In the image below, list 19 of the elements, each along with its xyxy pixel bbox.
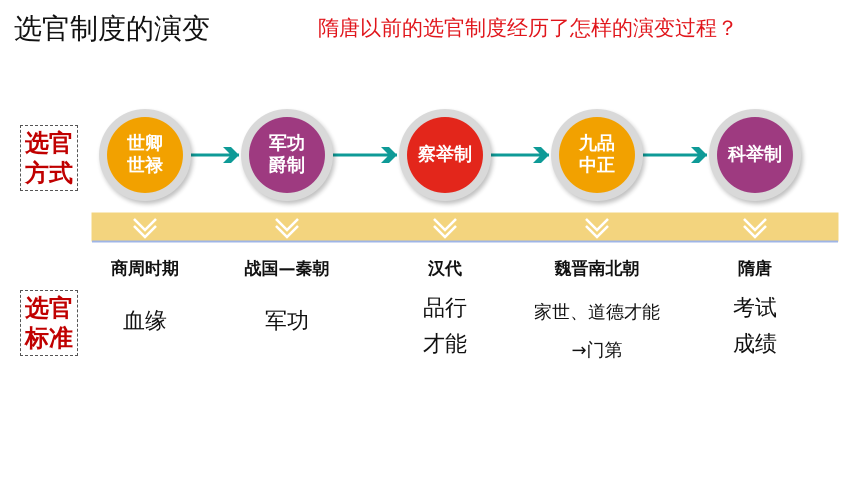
period-label: 战国—秦朝 (244, 258, 330, 280)
process-circle: 世卿世禄 (99, 109, 191, 201)
period-label: 隋唐 (737, 258, 773, 280)
period-label: 魏晋南北朝 (554, 258, 640, 280)
period-label: 商周时期 (110, 258, 180, 280)
dashed-label-box: 选官标准 (20, 290, 78, 356)
process-circle: 察举制 (399, 109, 491, 201)
dashed-label-box: 选官方式 (20, 125, 78, 191)
criterion-text: 品行才能 (423, 295, 467, 359)
slide-title: 选官制度的演变 (14, 11, 210, 47)
process-circle: 科举制 (709, 109, 801, 201)
criterion-text: 军功 (265, 308, 309, 336)
criterion-text: 考试成绩 (733, 295, 777, 359)
question-text: 隋唐以前的选官制度经历了怎样的演变过程？ (318, 15, 738, 42)
period-label: 汉代 (427, 258, 463, 280)
criterion-text: 家世、道德才能→门第 (534, 301, 660, 363)
process-circle: 军功爵制 (241, 109, 333, 201)
process-circle: 九品中正 (551, 109, 643, 201)
criterion-text: 血缘 (123, 308, 167, 336)
